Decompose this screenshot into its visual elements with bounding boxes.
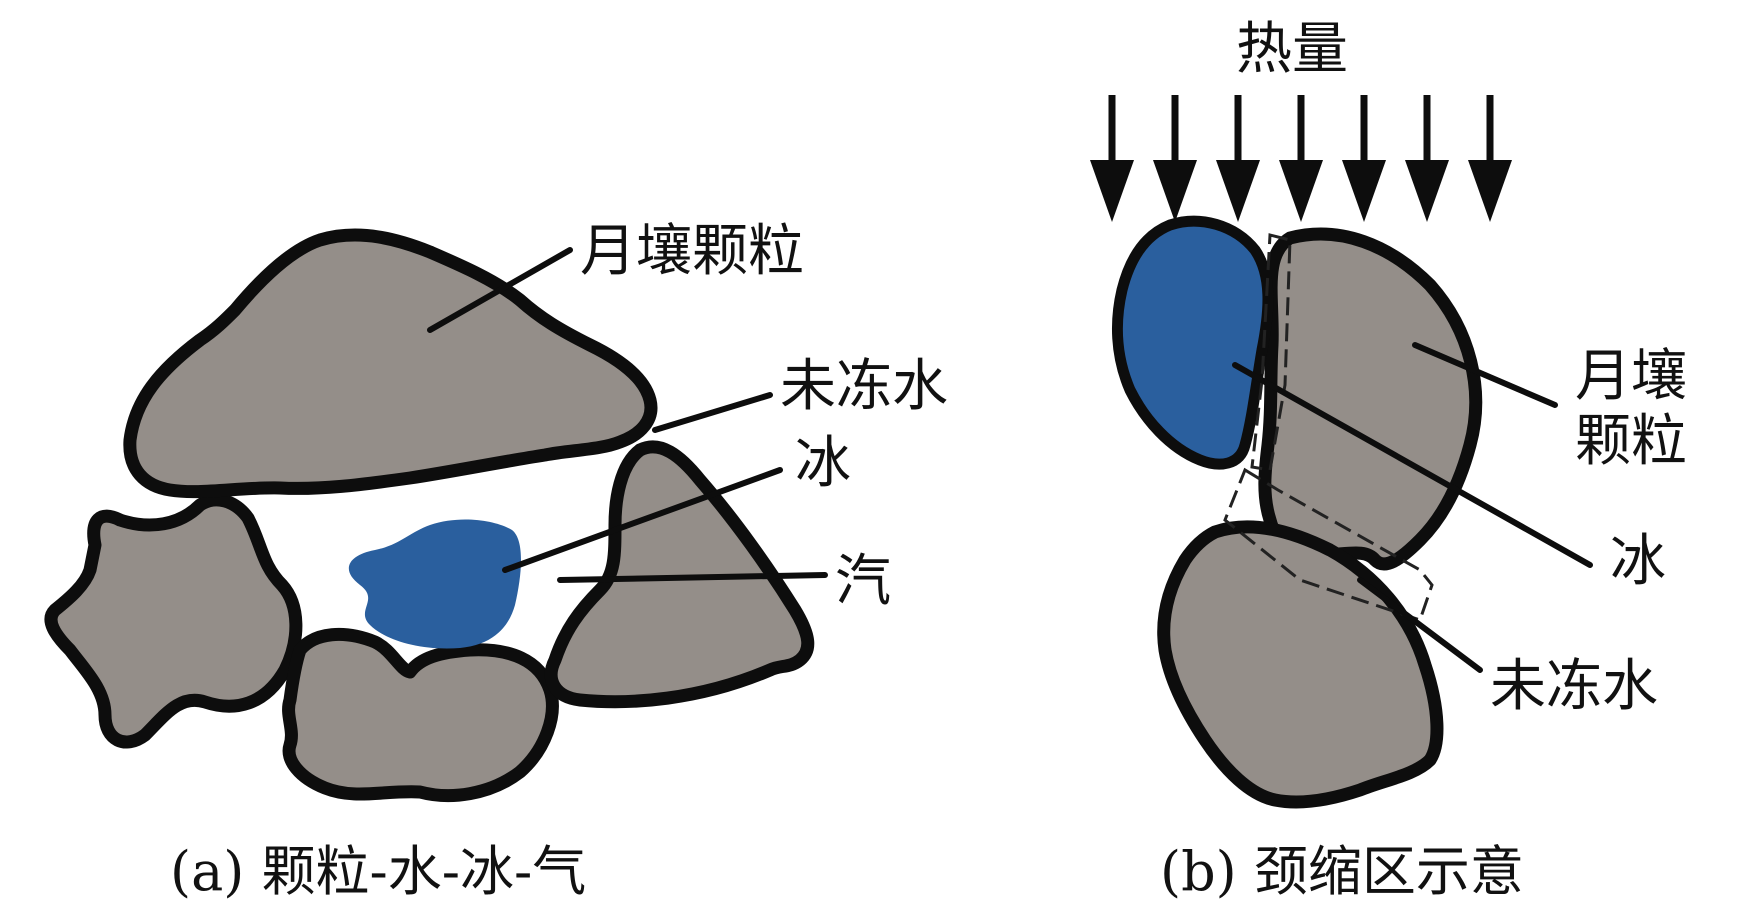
- heat-arrow: [1468, 95, 1512, 222]
- caption-b: (b) 颈缩区示意: [1160, 840, 1524, 903]
- top-large-particle: [123, 228, 658, 499]
- leader-ice-a: [502, 467, 783, 573]
- label-particle-b-line2: 颗粒: [1575, 409, 1687, 474]
- right-particle: [544, 440, 815, 709]
- heat-arrow: [1153, 95, 1197, 222]
- panel-a: 月壤颗粒 未冻水 冰 汽 (a) 颗粒-水-冰-气: [44, 219, 948, 903]
- upper-particle-b: [1258, 227, 1483, 571]
- caption-a: (a) 颗粒-水-冰-气: [170, 840, 586, 903]
- leader-particle-b: [1412, 342, 1558, 408]
- neck-zone-bottom: [1223, 467, 1434, 622]
- leader-particle-a: [427, 247, 573, 333]
- label-unfrozen-water-a: 未冻水: [780, 354, 948, 419]
- label-unfrozen-water-b: 未冻水: [1490, 654, 1658, 719]
- label-particle-a: 月壤颗粒: [580, 219, 804, 284]
- label-ice-b: 冰: [1610, 529, 1666, 594]
- ice-particle-b: [1112, 215, 1274, 470]
- label-particle-b-line1: 月壤: [1575, 344, 1687, 409]
- leader-unfrozen-water-b: [1357, 577, 1483, 673]
- label-heat: 热量: [1236, 17, 1348, 82]
- heat-arrow: [1090, 95, 1134, 222]
- leader-vapor-a: [557, 572, 828, 583]
- label-ice-a: 冰: [795, 431, 851, 496]
- ice-blob: [348, 519, 521, 649]
- panel-b: 热量: [1090, 17, 1687, 903]
- heat-arrow: [1405, 95, 1449, 222]
- label-vapor-a: 汽: [835, 549, 891, 614]
- heat-arrow: [1279, 95, 1323, 222]
- leader-ice-b: [1232, 362, 1593, 568]
- heat-arrow: [1216, 95, 1260, 222]
- lower-particle-b: [1157, 520, 1444, 809]
- left-particle: [44, 493, 303, 749]
- heat-arrows: [1090, 95, 1512, 222]
- heat-arrow: [1342, 95, 1386, 222]
- bottom-particle: [282, 627, 559, 803]
- leader-unfrozen-water-a: [652, 392, 773, 433]
